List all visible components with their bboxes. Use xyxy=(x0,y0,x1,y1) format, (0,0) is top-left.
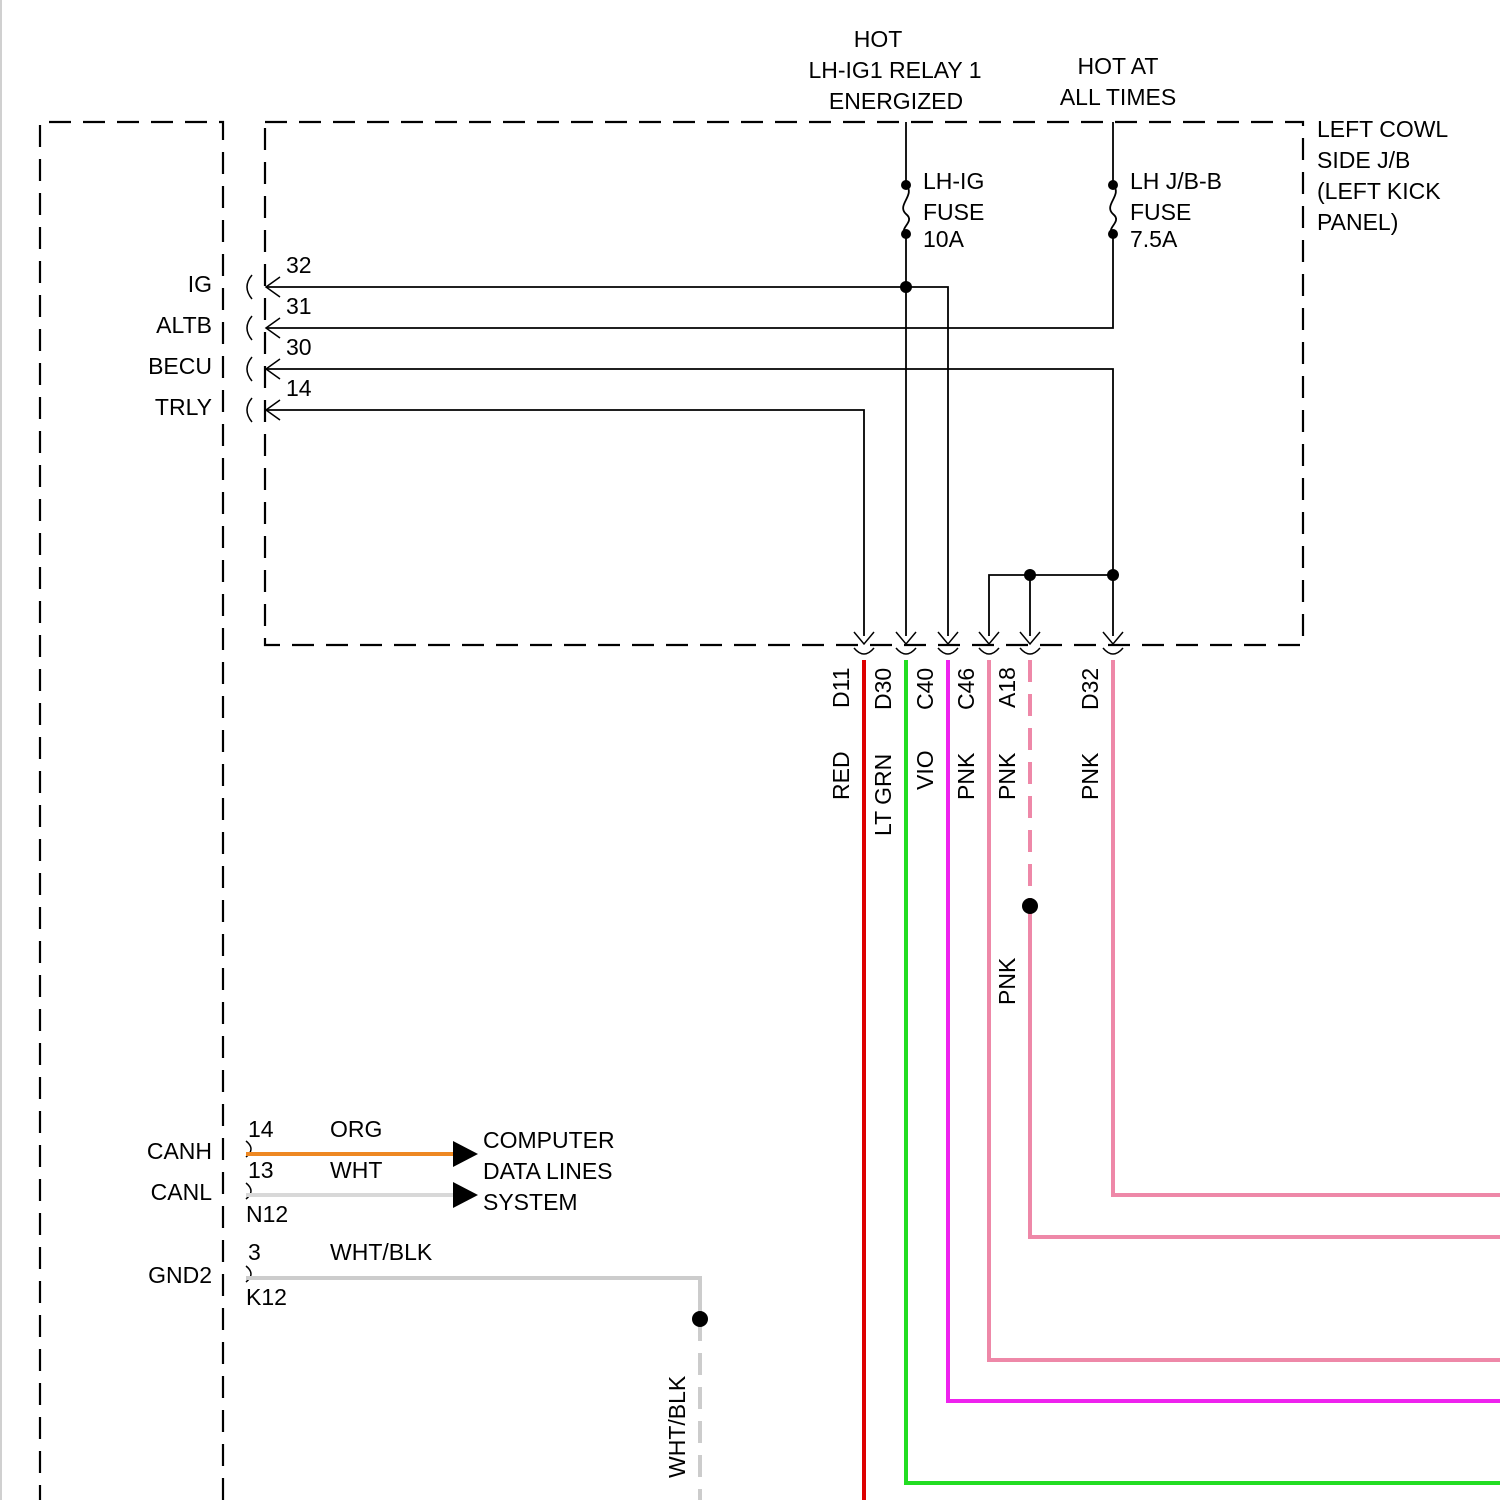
wire-color-vio: VIO xyxy=(912,750,938,790)
lh-ig-fuse-label: LH-IG FUSE 10A xyxy=(923,168,984,252)
connector-id-d32: D32 xyxy=(1077,668,1103,710)
a18-pnk-wire xyxy=(1030,906,1500,1237)
d32-splice-dot xyxy=(1107,569,1119,581)
can-color-wht: WHT xyxy=(330,1157,382,1183)
lh-jb-b-fuse-line-3: 7.5A xyxy=(1130,226,1178,252)
lh-jb-b-fuse-line-1: LH J/B-B xyxy=(1130,168,1222,194)
junction-box-label-line-4: PANEL) xyxy=(1317,209,1398,235)
pin-signal-trly: TRLY xyxy=(155,394,212,420)
pin-signal-altb: ALTB xyxy=(156,312,212,338)
junction-box-label: LEFT COWL SIDE J/B (LEFT KICK PANEL) xyxy=(1317,116,1448,235)
lh-jb-b-fuse-symbol xyxy=(1110,185,1116,234)
relay-source-line-2: LH-IG1 RELAY 1 xyxy=(808,57,981,83)
connector-id-a18: A18 xyxy=(994,667,1020,708)
connector-id-d30: D30 xyxy=(870,668,896,710)
junction-box-label-line-3: (LEFT KICK xyxy=(1317,178,1441,204)
battery-source-label: HOT AT ALL TIMES xyxy=(1060,53,1176,110)
wire-color-a18-pnk: PNK xyxy=(994,752,1020,800)
can-signal-canh: CANH xyxy=(147,1138,212,1164)
d32-pnk-wire xyxy=(1113,660,1500,1195)
can-pin-canh: 14 xyxy=(248,1116,274,1142)
pin-number-30: 30 xyxy=(286,334,312,360)
canl-arrow-icon xyxy=(453,1182,478,1208)
becu-wire xyxy=(266,369,1113,636)
lh-jb-b-fuse-line-2: FUSE xyxy=(1130,199,1191,225)
gnd2-wht-blk-wire xyxy=(246,1278,700,1319)
module-pin-terminals xyxy=(247,275,280,422)
pin-number-14: 14 xyxy=(286,375,312,401)
can-destination-line-1: COMPUTER xyxy=(483,1127,615,1153)
ground-section: GND2 3 WHT/BLK K12 WHT/BLK xyxy=(148,1239,708,1500)
internal-wiring xyxy=(266,122,1119,636)
can-pin-canl: 13 xyxy=(248,1157,274,1183)
ig-wire xyxy=(266,287,948,636)
pin-signal-becu: BECU xyxy=(148,353,212,379)
lh-jb-b-fuse-top-dot xyxy=(1108,180,1118,190)
lh-ig-fuse-line-1: LH-IG xyxy=(923,168,984,194)
can-color-org: ORG xyxy=(330,1116,382,1142)
connector-id-d11: D11 xyxy=(828,668,854,709)
lh-ig-fuse-top-dot xyxy=(901,180,911,190)
can-connector-n12: N12 xyxy=(246,1201,288,1227)
connector-id-c40: C40 xyxy=(912,668,938,710)
battery-source-line-1: HOT AT xyxy=(1078,53,1159,79)
wire-color-red: RED xyxy=(828,751,854,800)
lh-jb-b-fuse-label: LH J/B-B FUSE 7.5A xyxy=(1130,168,1222,252)
gnd2-splice-point xyxy=(692,1311,708,1327)
can-destination-line-2: DATA LINES xyxy=(483,1158,613,1184)
ground-color-wht-blk: WHT/BLK xyxy=(330,1239,433,1265)
spliced-wire-color-pnk: PNK xyxy=(994,957,1020,1005)
bottom-connector-labels: D11 D30 C40 C46 A18 D32 RED LT GRN VIO P… xyxy=(828,667,1103,1005)
lh-jb-b-fuse-bottom-dot xyxy=(1108,229,1118,239)
wire-color-d32-pnk: PNK xyxy=(1077,752,1103,800)
c46-pnk-wire xyxy=(989,660,1500,1360)
wire-color-lt-grn: LT GRN xyxy=(870,754,896,836)
canh-arrow-icon xyxy=(453,1141,478,1167)
can-signal-canl: CANL xyxy=(151,1179,213,1205)
junction-box-label-line-1: LEFT COWL xyxy=(1317,116,1448,142)
relay-source-line-1: HOT xyxy=(854,26,903,52)
relay-source-line-3: ENERGIZED xyxy=(829,88,963,114)
ground-signal-gnd2: GND2 xyxy=(148,1262,212,1288)
trly-wire xyxy=(266,410,864,636)
altb-wire xyxy=(266,234,1113,328)
ground-pin-3: 3 xyxy=(248,1239,261,1265)
can-bus-section: CANH 14 ORG CANL 13 WHT N12 COMPUTER DAT… xyxy=(147,1116,615,1227)
lh-ig-fuse-line-3: 10A xyxy=(923,226,965,252)
pin-signal-ig: IG xyxy=(188,271,212,297)
can-destination-line-3: SYSTEM xyxy=(483,1189,578,1215)
ground-down-color-wht-blk: WHT/BLK xyxy=(664,1375,690,1478)
wire-color-c46-pnk: PNK xyxy=(953,752,979,800)
lh-ig-fuse-line-2: FUSE xyxy=(923,199,984,225)
connector-id-c46: C46 xyxy=(953,668,979,710)
pin-number-32: 32 xyxy=(286,252,312,278)
lh-ig-fuse-symbol xyxy=(903,185,909,234)
battery-source-line-2: ALL TIMES xyxy=(1060,84,1176,110)
ig-splice-dot xyxy=(900,281,912,293)
pin-number-31: 31 xyxy=(286,293,312,319)
junction-box-label-line-2: SIDE J/B xyxy=(1317,147,1410,173)
pnk-splice-wire xyxy=(989,575,1113,636)
a18-splice-dot xyxy=(1024,569,1036,581)
module-pin-labels: IG 32 ALTB 31 BECU 30 TRLY 14 xyxy=(148,252,312,420)
lh-ig-fuse-bottom-dot xyxy=(901,229,911,239)
a18-splice-point xyxy=(1022,898,1038,914)
relay-source-label: HOT LH-IG1 RELAY 1 ENERGIZED xyxy=(808,26,981,114)
ground-connector-k12: K12 xyxy=(246,1284,287,1310)
